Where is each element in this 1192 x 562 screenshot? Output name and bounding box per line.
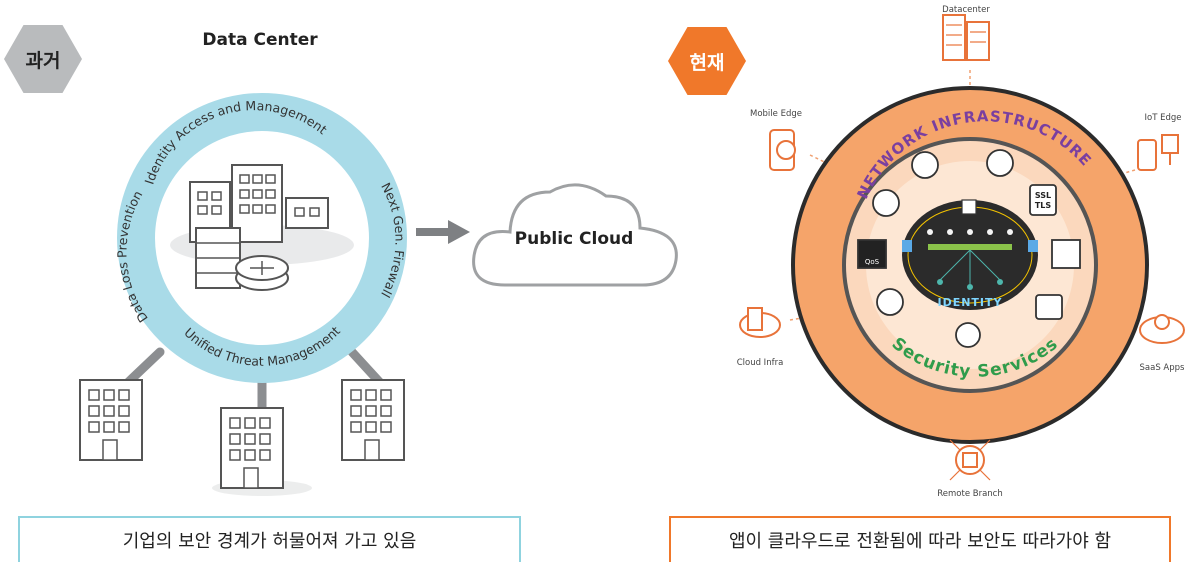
iot-edge-node-icon: [1137, 134, 1179, 171]
network-services-icons: [857, 149, 1081, 348]
datacenter-label: Datacenter: [942, 5, 990, 15]
tls-icon: TLS: [1035, 201, 1052, 210]
public-cloud-label: Public Cloud: [515, 229, 634, 249]
mobile-edge-node-icon: [769, 129, 796, 171]
cloud-infra-node-icon: [739, 307, 781, 338]
security-perimeter-ring: [117, 93, 407, 383]
badge-icon-right: [1028, 240, 1038, 252]
branch-office-right: [341, 379, 405, 461]
saas-apps-label: SaaS Apps: [1140, 363, 1186, 373]
public-cloud-icon: [472, 183, 678, 287]
branch-office-center: [212, 407, 312, 496]
identity-core-links: [939, 249, 1001, 285]
camera-icon: [961, 199, 977, 215]
iot-edge-label: IoT Edge: [1145, 113, 1182, 123]
datacenter-node-icon: [942, 14, 990, 61]
past-caption: 기업의 보안 경계가 허물어져 가고 있음: [18, 516, 521, 562]
data-center-icon: [170, 164, 354, 291]
branch-office-left: [79, 379, 143, 461]
saas-apps-node-icon: [1139, 314, 1185, 344]
arrow-right-icon: [416, 220, 470, 244]
remote-branch-label: Remote Branch: [937, 489, 1002, 499]
present-caption: 앱이 클라우드로 전환됨에 따라 보안도 따라가야 함: [669, 516, 1171, 562]
present-caption-text: 앱이 클라우드로 전환됨에 따라 보안도 따라가야 함: [728, 531, 1112, 552]
qos-icon: QoS: [865, 258, 880, 266]
identity-core-dots: [927, 229, 1013, 235]
cloud-infra-label: Cloud Infra: [737, 358, 784, 368]
mobile-edge-label: Mobile Edge: [750, 109, 802, 119]
data-center-title: Data Center: [202, 30, 318, 50]
ssl-icon: SSL: [1035, 191, 1051, 200]
badge-icon-left: [902, 240, 912, 252]
past-caption-text: 기업의 보안 경계가 허물어져 가고 있음: [122, 531, 417, 552]
remote-branch-node-icon: [949, 439, 991, 481]
identity-label: IDENTITY: [937, 296, 1002, 309]
